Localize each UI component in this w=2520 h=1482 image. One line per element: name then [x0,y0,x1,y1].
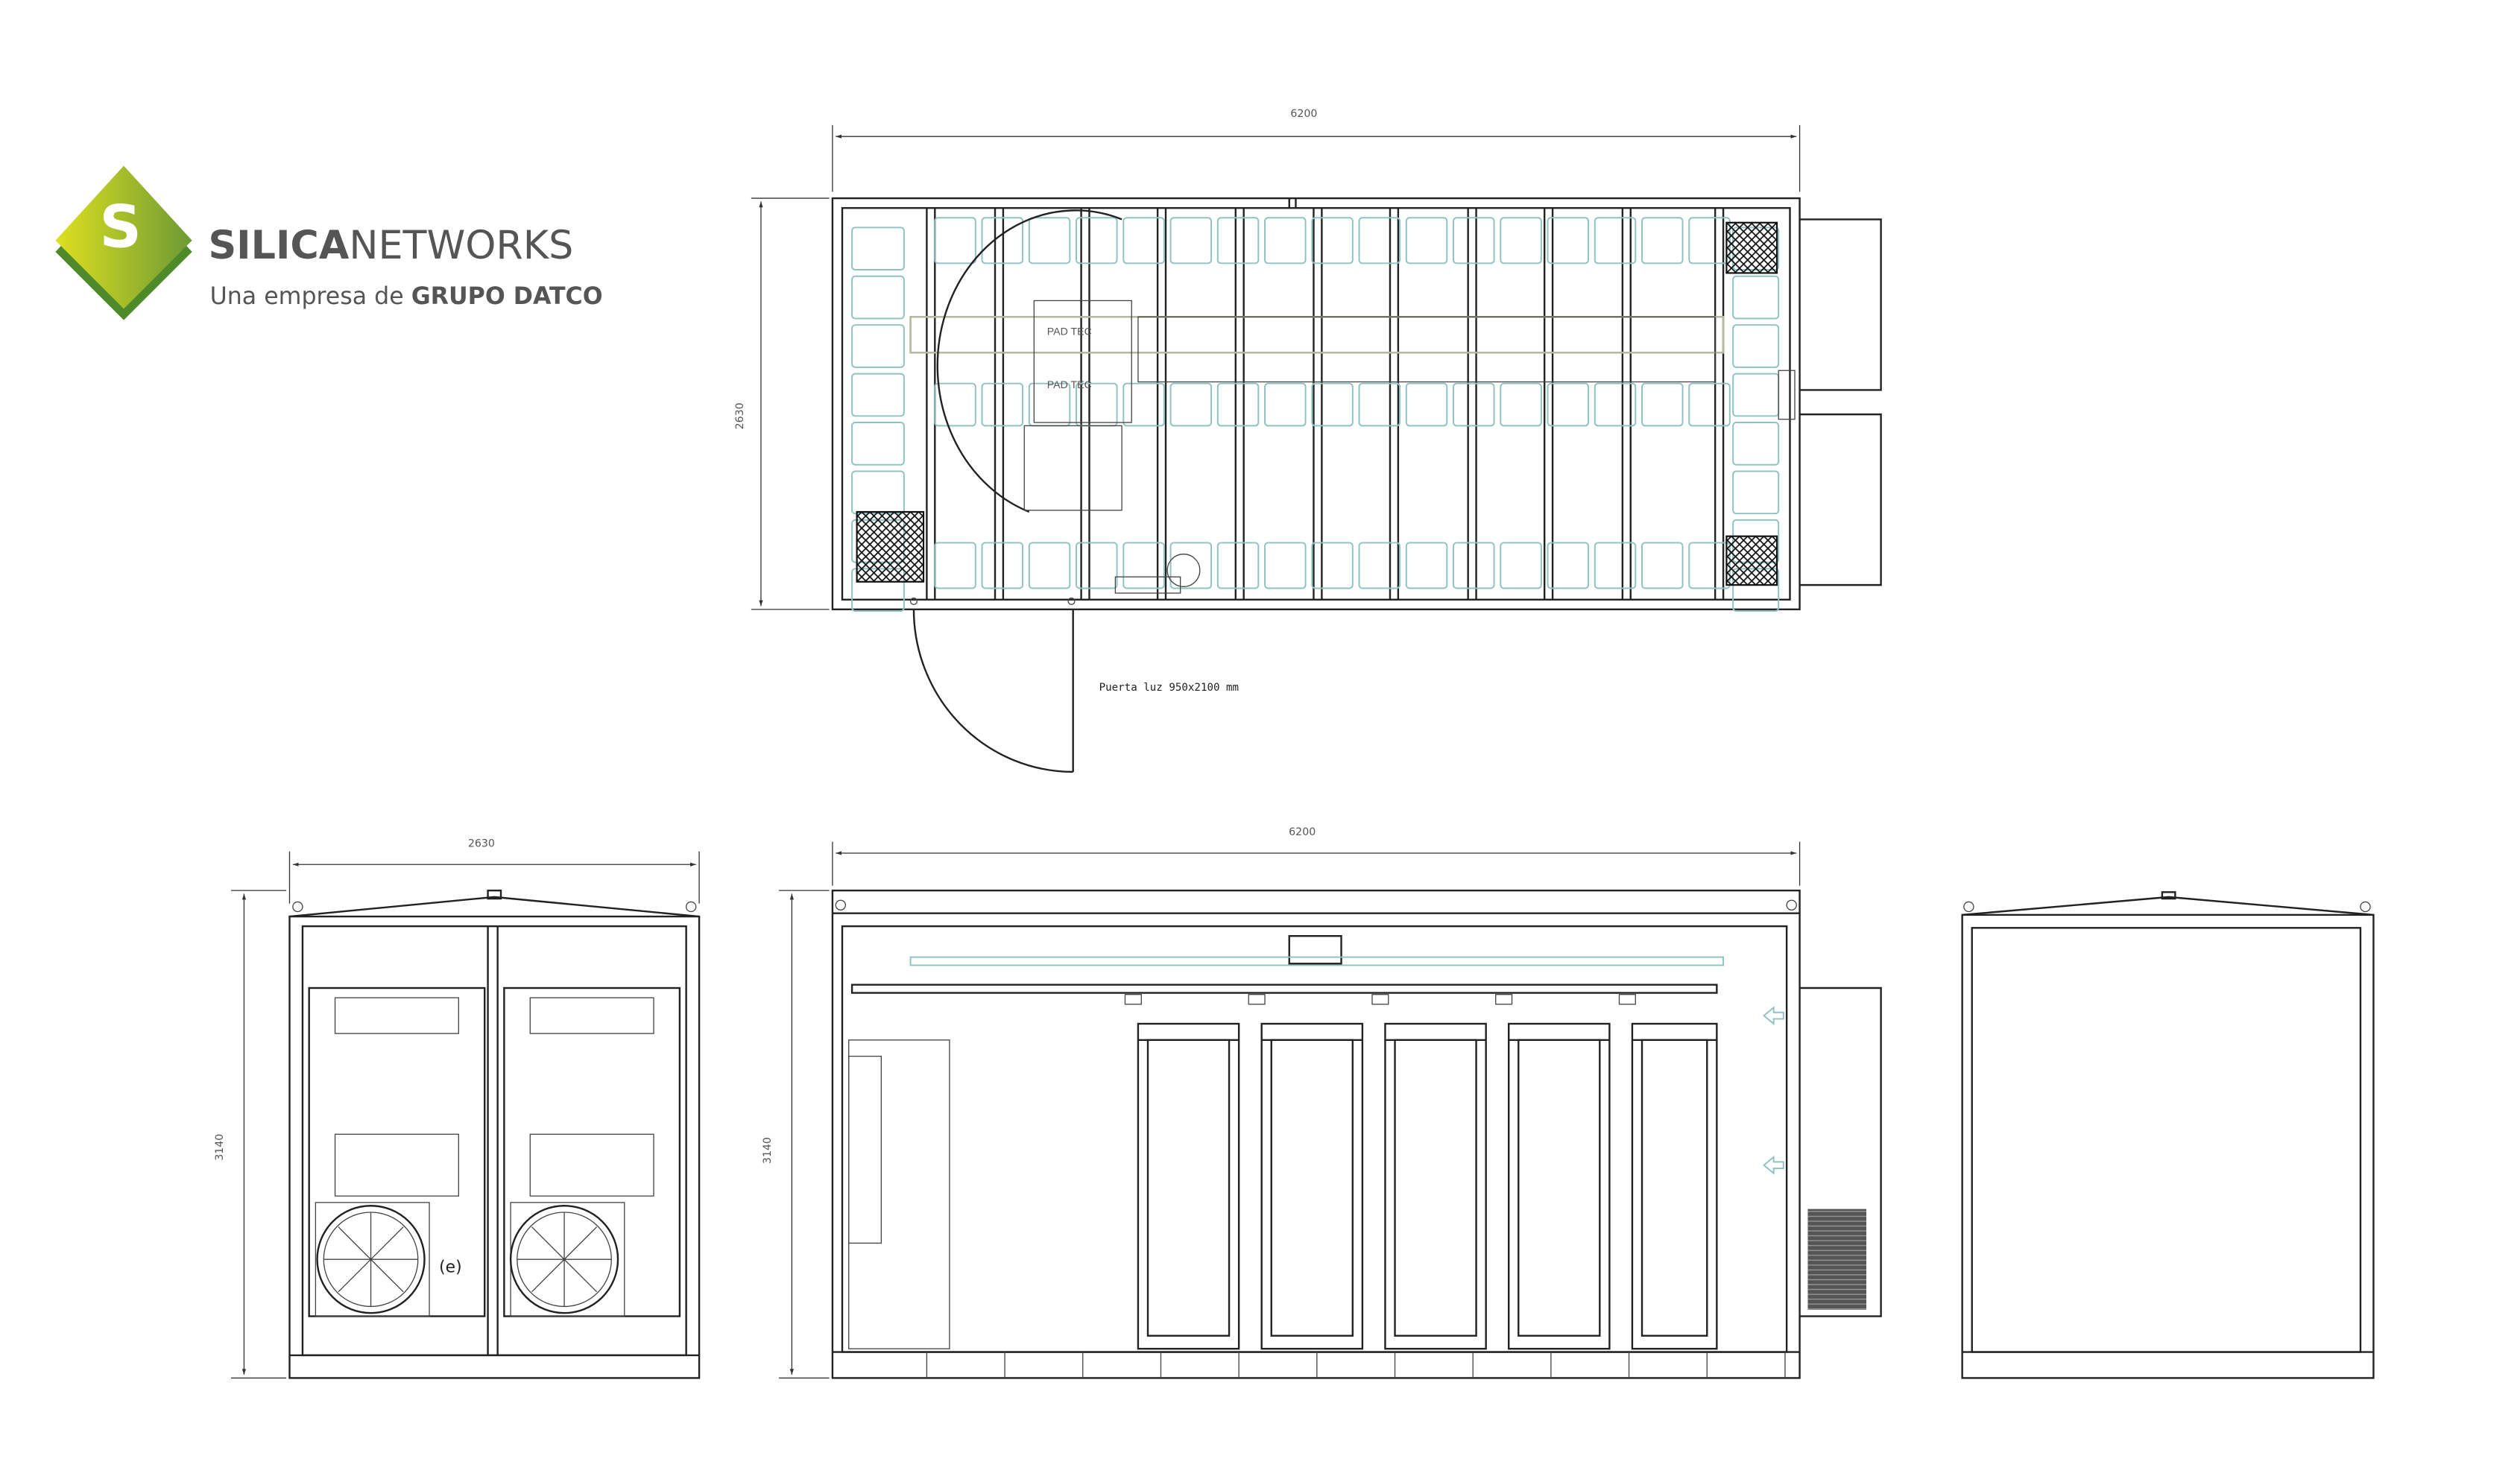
ac-units-outdoor [1799,218,1882,586]
fan-icon [509,1205,619,1314]
server-rack [1618,994,1718,1350]
company-logo: S SILICANETWORKS Una empresa de GRUPO DA… [55,165,603,320]
end-view-right [292,891,2375,1379]
server-racks [1124,994,1718,1350]
svg-text:3140: 3140 [214,1134,226,1161]
server-rack [1371,994,1487,1350]
fan-icon [316,1205,426,1314]
vent-grate [1725,535,1778,586]
svg-text:(e): (e) [439,1258,461,1277]
plan-width-dimension: 6200 [832,108,1801,192]
vent-grate [856,510,925,583]
ac-unit: (e) [308,987,486,1317]
rack-row: PAD TEC PAD TEC [909,300,1725,423]
svg-text:6200: 6200 [1290,108,1317,120]
rack-label: PAD TEC [1047,379,1092,391]
brand-name: SILICANETWORKS [208,223,573,268]
brand-tagline: Una empresa de GRUPO DATCO [210,283,603,310]
door-swing-interior [936,209,1122,513]
ac-unit-exterior [1799,987,1882,1317]
svg-text:3140: 3140 [762,1137,774,1164]
svg-text:6200: 6200 [1289,826,1316,838]
vent-grate [1725,221,1778,274]
airflow-arrow-icon [1763,1006,1784,1175]
entrance-door [909,597,1076,773]
end-view-left: 2630 3140 (e) [214,837,701,1379]
container-outline [831,197,1801,611]
logo-mark-letter: S [99,193,142,262]
plan-depth-dimension: 2630 [734,197,830,610]
svg-text:2630: 2630 [734,402,746,429]
rack-label: PAD TEC [1047,326,1092,338]
server-rack [1248,994,1364,1350]
ac-unit [503,987,681,1317]
logo-diamond [55,165,192,309]
door-note: Puerta luz 950x2100 mm [1099,682,1240,694]
svg-text:2630: 2630 [468,837,495,849]
side-view: 6200 3140 [762,826,1882,1379]
floor-grid [851,208,1780,612]
vent-grille [1807,1209,1866,1310]
server-rack [1495,994,1611,1350]
plan-view: 6200 2630 PAD TEC PAD TEC [734,108,1882,773]
server-rack [1124,994,1240,1350]
